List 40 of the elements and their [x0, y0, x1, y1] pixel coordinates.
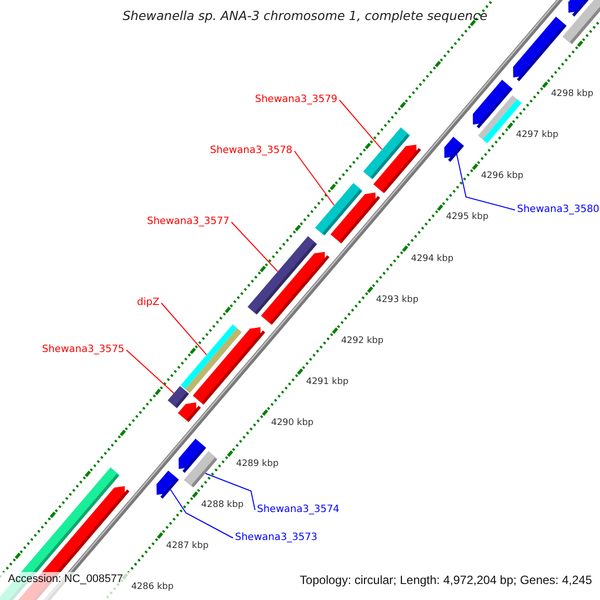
tick-label: 4293 kbp: [376, 296, 418, 305]
tick-label: 4292 kbp: [341, 336, 384, 346]
topology-text: Topology: circular; Length: 4,972,204 bp; Genes: 4,245: [300, 574, 592, 586]
gene-label: Shewana3_3577: [147, 217, 230, 227]
gene-bar: [315, 182, 363, 236]
tick-label: 4291 kbp: [306, 378, 348, 387]
tick-label: 4289 kbp: [236, 460, 279, 469]
gene-label: Shewana3_3578: [210, 146, 292, 156]
tick-label: 4298 kbp: [550, 90, 594, 100]
leader-line: [294, 150, 335, 206]
tick-label: 4288 kbp: [201, 500, 244, 510]
leader-line: [204, 472, 256, 510]
leader-line: [456, 154, 516, 210]
tick-label: 4294 kbp: [411, 254, 454, 264]
tick-label: 4287 kbp: [166, 542, 209, 551]
tick-label: 4295 kbp: [446, 213, 488, 222]
leader-line: [338, 100, 382, 150]
gene-label: Shewana3_3574: [257, 505, 340, 515]
tick-label: 4296 kbp: [480, 172, 524, 182]
tick-label: 4286 kbp: [131, 582, 174, 592]
gene-feature: [444, 136, 464, 162]
gene-label: Shewana3_3573: [235, 533, 318, 543]
gene-label: Shewana3_3580: [517, 205, 600, 215]
gene-feature: [156, 470, 179, 499]
gene-label: Shewana3_3579: [255, 95, 338, 105]
tick-label: 4297 kbp: [516, 131, 558, 140]
leader-line: [170, 489, 234, 538]
accession-text: Accession: NC_008577: [8, 574, 123, 585]
leader-line: [230, 222, 278, 272]
gene-bar: [363, 127, 410, 180]
gene-bar: [168, 386, 190, 408]
leader-line: [126, 350, 174, 394]
gene-label: dipZ: [137, 298, 160, 308]
tick-label: 4290 kbp: [271, 418, 314, 428]
gene-bar: [180, 324, 242, 393]
gene-bar: [184, 451, 218, 488]
gene-label: Shewana3_3575: [42, 345, 124, 355]
gene-bar: [248, 236, 318, 315]
map-title: Shewanella sp. ANA-3 chromosome 1, complete sequence: [122, 10, 488, 22]
leader-line: [160, 302, 208, 356]
